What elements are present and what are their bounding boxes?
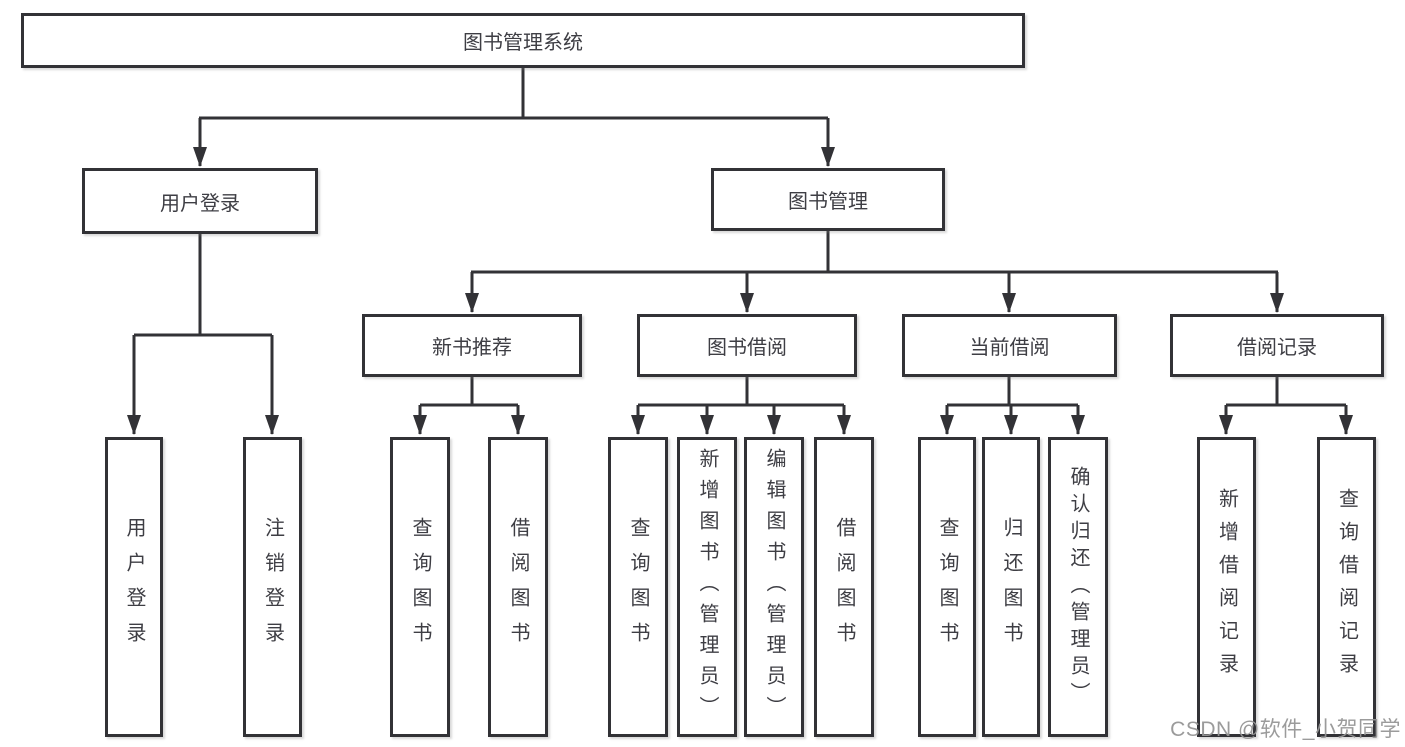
leaf-borrow-borrow-books: 借阅图书 — [814, 437, 874, 737]
leaf-logout: 注销登录 — [243, 437, 302, 737]
node-root-label: 图书管理系统 — [463, 32, 583, 54]
node-new-book-recommend-label: 新书推荐 — [432, 337, 512, 359]
leaf-borrow-query-books: 查询图书 — [608, 437, 668, 737]
node-borrow-records: 借阅记录 — [1170, 314, 1384, 377]
node-current-borrow: 当前借阅 — [902, 314, 1117, 377]
node-book-borrow: 图书借阅 — [637, 314, 857, 377]
leaf-newbook-borrow-books-label: 借阅图书 — [507, 517, 529, 657]
leaf-current-confirm-return-admin: 确认归还（管理员） — [1048, 437, 1108, 737]
leaf-borrow-edit-books-admin-label: 编辑图书（管理员） — [763, 447, 785, 727]
leaf-borrow-add-books-admin: 新增图书（管理员） — [677, 437, 737, 737]
leaf-current-return-books: 归还图书 — [982, 437, 1040, 737]
leaf-borrow-query-books-label: 查询图书 — [627, 517, 649, 657]
node-new-book-recommend: 新书推荐 — [362, 314, 582, 377]
leaf-logout-label: 注销登录 — [261, 517, 284, 657]
leaf-user-login-label: 用户登录 — [123, 517, 145, 657]
leaf-newbook-query-books: 查询图书 — [390, 437, 450, 737]
leaf-current-confirm-return-admin-label: 确认归还（管理员） — [1067, 465, 1089, 709]
leaf-records-query-record: 查询借阅记录 — [1317, 437, 1376, 737]
csdn-watermark: CSDN @软件_小贺同学 — [1170, 718, 1401, 741]
leaf-user-login: 用户登录 — [105, 437, 163, 737]
node-current-borrow-label: 当前借阅 — [969, 337, 1050, 359]
node-user-login-label: 用户登录 — [160, 192, 240, 215]
leaf-current-return-books-label: 归还图书 — [1000, 517, 1022, 657]
leaf-newbook-query-books-label: 查询图书 — [409, 517, 431, 657]
leaf-borrow-edit-books-admin: 编辑图书（管理员） — [744, 437, 804, 737]
node-root: 图书管理系统 — [21, 13, 1025, 68]
leaf-newbook-borrow-books: 借阅图书 — [488, 437, 548, 737]
leaf-borrow-add-books-admin-label: 新增图书（管理员） — [696, 447, 718, 727]
leaf-records-add-record: 新增借阅记录 — [1197, 437, 1256, 737]
leaf-records-query-record-label: 查询借阅记录 — [1335, 488, 1358, 686]
leaf-current-query-books-label: 查询图书 — [936, 517, 958, 657]
node-book-management-label: 图书管理 — [788, 191, 868, 213]
node-borrow-records-label: 借阅记录 — [1237, 337, 1317, 359]
node-book-borrow-label: 图书借阅 — [707, 337, 787, 359]
node-book-management: 图书管理 — [711, 168, 945, 231]
node-user-login: 用户登录 — [82, 168, 318, 234]
leaf-records-add-record-label: 新增借阅记录 — [1215, 488, 1238, 686]
leaf-current-query-books: 查询图书 — [918, 437, 976, 737]
leaf-borrow-borrow-books-label: 借阅图书 — [833, 517, 855, 657]
